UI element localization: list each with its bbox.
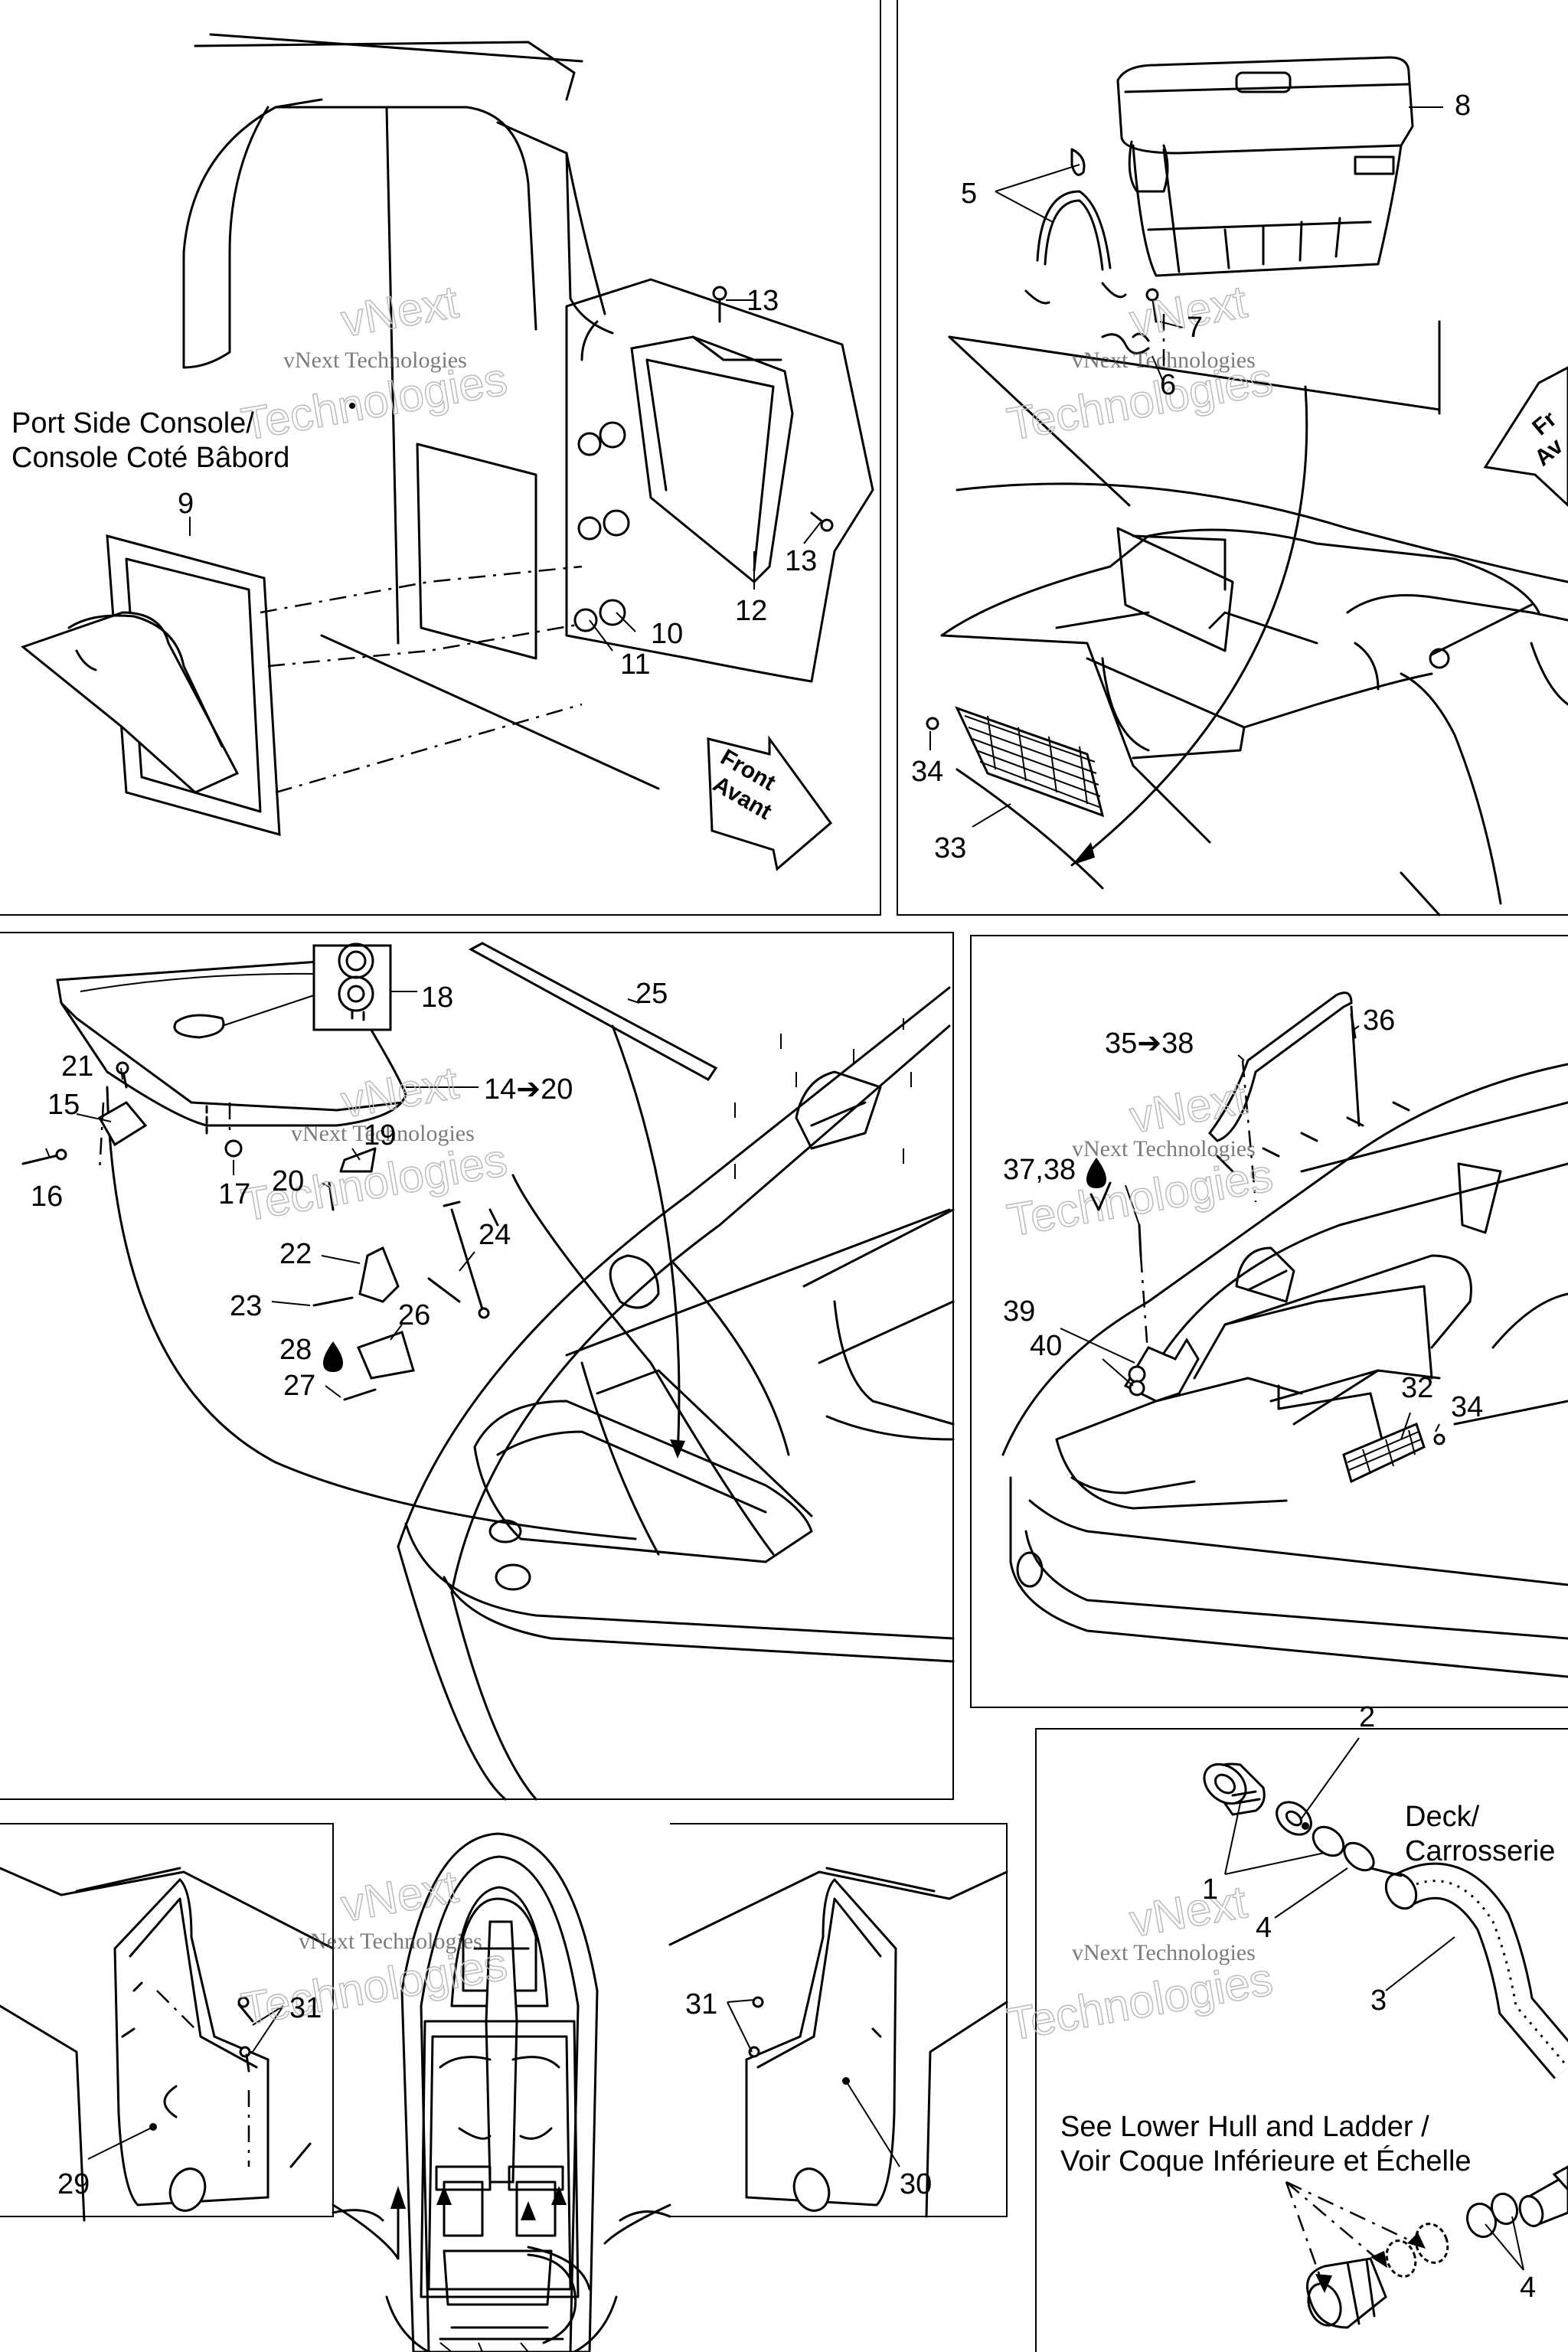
front-arrow-1: Front Avant bbox=[707, 735, 833, 871]
see-lower-hull-caption-1: See Lower Hull and Ladder / bbox=[1060, 2111, 1429, 2143]
part-label-39: 39 bbox=[1003, 1295, 1035, 1328]
leaders-panel-5 bbox=[1224, 1737, 1524, 2271]
part-label-31: 31 bbox=[685, 1988, 717, 2020]
cooler-panel-drawing: Fr Av bbox=[926, 56, 1568, 916]
part-label-17: 17 bbox=[218, 1178, 250, 1210]
part-label-12: 12 bbox=[735, 595, 767, 627]
part-label-6: 6 bbox=[1160, 369, 1176, 401]
part-label-40: 40 bbox=[1030, 1330, 1062, 1362]
watermark-text: vNext Technologies bbox=[299, 1929, 482, 1954]
part-label-4: 4 bbox=[1256, 1912, 1272, 1944]
watermark-text: vNext Technologies bbox=[1072, 1940, 1256, 1965]
part-label-13: 13 bbox=[785, 545, 817, 577]
watermark-text: vNext Technologies bbox=[1072, 1136, 1256, 1161]
part-label-35-38: 35➔38 bbox=[1105, 1027, 1194, 1060]
deck-caption-2: Carrosserie bbox=[1405, 1835, 1555, 1867]
oil-drop-icon bbox=[1086, 1158, 1106, 1188]
part-label-16: 16 bbox=[31, 1181, 63, 1213]
part-label-25: 25 bbox=[635, 978, 668, 1010]
part-label-18: 18 bbox=[421, 982, 453, 1014]
part-label-33: 33 bbox=[934, 832, 966, 864]
watermark-text: vNext Technologies bbox=[1072, 348, 1256, 373]
leaders-panel-3 bbox=[45, 991, 640, 1398]
part-label-34: 34 bbox=[911, 756, 943, 788]
part-label-32: 32 bbox=[1401, 1372, 1433, 1404]
part-label-30: 30 bbox=[900, 2168, 932, 2200]
port-console-caption-1: Port Side Console/ bbox=[11, 407, 254, 439]
watermark-text: vNext Technologies bbox=[291, 1121, 475, 1146]
drain-hose-drawing bbox=[1203, 1762, 1568, 2329]
part-label-31: 31 bbox=[289, 1992, 322, 2024]
part-label-19: 19 bbox=[364, 1119, 396, 1152]
part-label-1: 1 bbox=[1202, 1873, 1218, 1906]
part-label-29: 29 bbox=[57, 2168, 90, 2200]
part-label-28: 28 bbox=[279, 1334, 312, 1366]
leaders-panel-7 bbox=[727, 1999, 900, 2167]
part-label-36: 36 bbox=[1363, 1004, 1395, 1037]
leaders-panel-2 bbox=[929, 106, 1443, 828]
bow-storage-drawing bbox=[21, 942, 955, 1801]
oil-drop-icon bbox=[323, 1341, 343, 1372]
part-label-8: 8 bbox=[1455, 90, 1471, 122]
watermark-brand: vNext bbox=[1126, 1072, 1251, 1143]
port-console-caption-2: Console Coté Bâbord bbox=[11, 442, 289, 474]
leaders-panel-1 bbox=[189, 299, 822, 652]
nuts-washers bbox=[573, 421, 630, 632]
watermark-text: vNext Technologies bbox=[283, 348, 467, 373]
watermarks: vNext Technologies vNext Technologies vN… bbox=[237, 275, 1277, 2050]
watermark-brand: vNext bbox=[1126, 1876, 1251, 1947]
deck-caption-1: Deck/ bbox=[1405, 1801, 1480, 1833]
part-label-37-38: 37,38 bbox=[1003, 1154, 1076, 1186]
part-label-26: 26 bbox=[398, 1299, 430, 1331]
part-label-11: 11 bbox=[620, 648, 650, 681]
drop-icons bbox=[323, 1158, 1112, 1372]
part-label-34: 34 bbox=[1451, 1391, 1483, 1423]
captions: Port Side Console/ Console Coté Bâbord D… bbox=[11, 407, 1555, 2177]
part-label-14-20: 14➔20 bbox=[484, 1073, 573, 1106]
part-label-24: 24 bbox=[479, 1219, 511, 1251]
part-labels: 9 13 13 12 10 11 5 8 7 6 34 33 18 25 14➔… bbox=[31, 90, 1536, 2304]
part-label-5: 5 bbox=[961, 178, 977, 210]
part-label-13: 13 bbox=[746, 285, 779, 317]
watermark-brand: vNext bbox=[338, 276, 462, 347]
watermark-sub: Technologies bbox=[1004, 1953, 1277, 2050]
part-label-10: 10 bbox=[651, 618, 683, 650]
left-panel-drawing bbox=[0, 1867, 384, 2222]
part-label-9: 9 bbox=[178, 488, 194, 520]
part-label-22: 22 bbox=[279, 1238, 312, 1270]
leaders-panel-6 bbox=[87, 2005, 284, 2160]
bow-net-drawing bbox=[1001, 991, 1568, 1678]
part-label-2: 2 bbox=[1359, 1701, 1375, 1733]
port-console-drawing: Front Avant bbox=[20, 33, 874, 871]
leaders-panel-4 bbox=[1060, 1025, 1440, 1440]
see-lower-hull-caption-2: Voir Coque Inférieure et Échelle bbox=[1060, 2145, 1472, 2177]
right-panel-drawing bbox=[619, 1867, 1008, 2222]
part-label-4: 4 bbox=[1520, 2272, 1536, 2304]
boat-top-view bbox=[332, 1832, 671, 2352]
part-label-3: 3 bbox=[1370, 1984, 1387, 2017]
part-label-21: 21 bbox=[61, 1050, 93, 1083]
part-label-15: 15 bbox=[47, 1089, 80, 1121]
part-label-20: 20 bbox=[272, 1165, 304, 1197]
part-label-7: 7 bbox=[1187, 312, 1203, 344]
part-label-27: 27 bbox=[283, 1370, 315, 1402]
part-label-23: 23 bbox=[230, 1290, 262, 1322]
